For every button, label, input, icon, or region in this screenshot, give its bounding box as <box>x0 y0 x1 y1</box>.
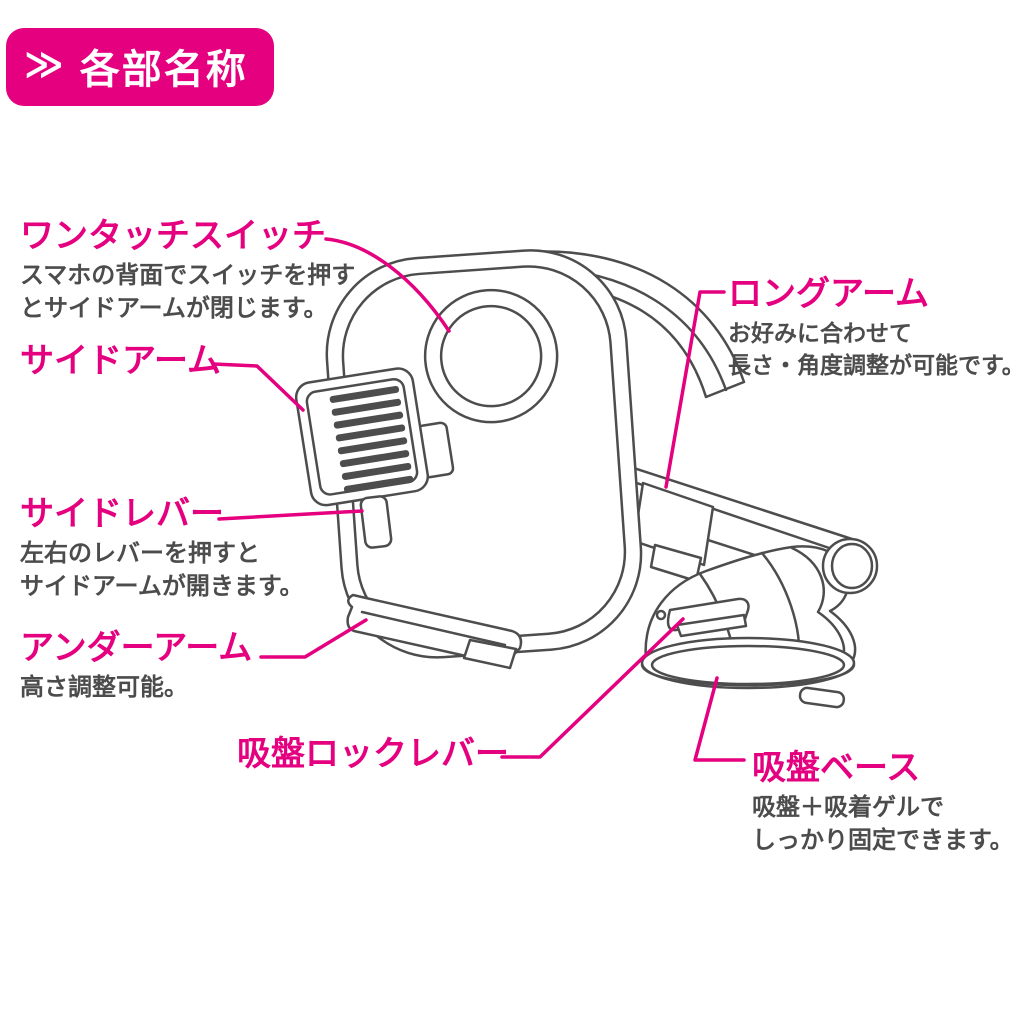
callout-suction-base: 吸盤ベース 吸盤＋吸着ゲルで しっかり固定できます。 <box>752 750 1014 858</box>
desc-under-arm-line1: 高さ調整可能。 <box>20 673 188 701</box>
under-arm-hook <box>462 638 518 670</box>
label-side-arm: サイドアーム <box>20 342 221 380</box>
callout-side-lever: サイドレバー 左右のレバーを押すと サイドアームが開きます。 <box>20 496 303 604</box>
label-under-arm: アンダーアーム <box>20 629 253 667</box>
callout-side-arm: サイドアーム <box>20 343 221 380</box>
callout-line-side-lever <box>217 509 364 521</box>
label-long-arm: ロングアーム <box>728 275 929 313</box>
section-header-badge: ≫ 各部名称 <box>6 28 274 106</box>
left-side-arm-ribs <box>329 385 414 493</box>
desc-side-lever-line1: 左右のレバーを押すと <box>20 539 260 567</box>
label-suction-base: 吸盤ベース <box>752 749 921 787</box>
one-touch-switch-ring <box>423 288 559 424</box>
callout-long-arm: ロングアーム お好みに合わせて 長さ・角度調整が可能です。 <box>728 276 1024 381</box>
callout-line-side-arm <box>211 362 305 412</box>
callout-line-under-arm <box>259 618 368 659</box>
callout-under-arm: アンダーアーム 高さ調整可能。 <box>20 630 252 704</box>
double-chevron-icon: ≫ <box>24 43 66 86</box>
suction-base-disc <box>640 636 856 690</box>
desc-long-arm-line1: お好みに合わせて <box>728 319 912 346</box>
callout-line-suction-lock-lever <box>500 617 685 759</box>
desc-long-arm-line2: 長さ・角度調整が可能です。 <box>728 351 1024 378</box>
neck-crease-right <box>790 546 846 662</box>
desc-suction-base-line2: しっかり固定できます。 <box>752 827 1014 855</box>
callout-line-suction-base <box>693 676 746 762</box>
callout-suction-lock-lever: 吸盤ロックレバー <box>237 736 509 773</box>
desc-one-touch-switch-line2: とサイドアームが閉じます。 <box>20 295 328 323</box>
callout-line-one-touch-switch <box>324 237 451 333</box>
suction-lock-pin <box>655 609 667 621</box>
label-side-lever: サイドレバー <box>20 495 224 533</box>
suction-lock-lever-slat <box>675 613 748 638</box>
label-one-touch-switch: ワンタッチスイッチ <box>20 217 326 255</box>
left-side-lever <box>359 495 393 549</box>
under-arm-inner-line <box>360 610 507 647</box>
desc-one-touch-switch-line1: スマホの背面でスイッチを押す <box>20 261 356 289</box>
section-header-title: 各部名称 <box>79 48 248 92</box>
suction-base-tab <box>798 686 846 709</box>
desc-side-lever-line2: サイドアームが開きます。 <box>20 573 304 601</box>
callout-line-long-arm <box>664 290 726 489</box>
label-suction-lock-lever: 吸盤ロックレバー <box>237 735 509 773</box>
one-touch-switch-button <box>439 304 543 408</box>
arm-hinge-inner <box>830 542 874 590</box>
desc-suction-base-line1: 吸盤＋吸着ゲルで <box>752 793 944 821</box>
callout-one-touch-switch: ワンタッチスイッチ スマホの背面でスイッチを押す とサイドアームが閉じます。 <box>20 218 355 326</box>
suction-base-rim <box>640 663 856 687</box>
